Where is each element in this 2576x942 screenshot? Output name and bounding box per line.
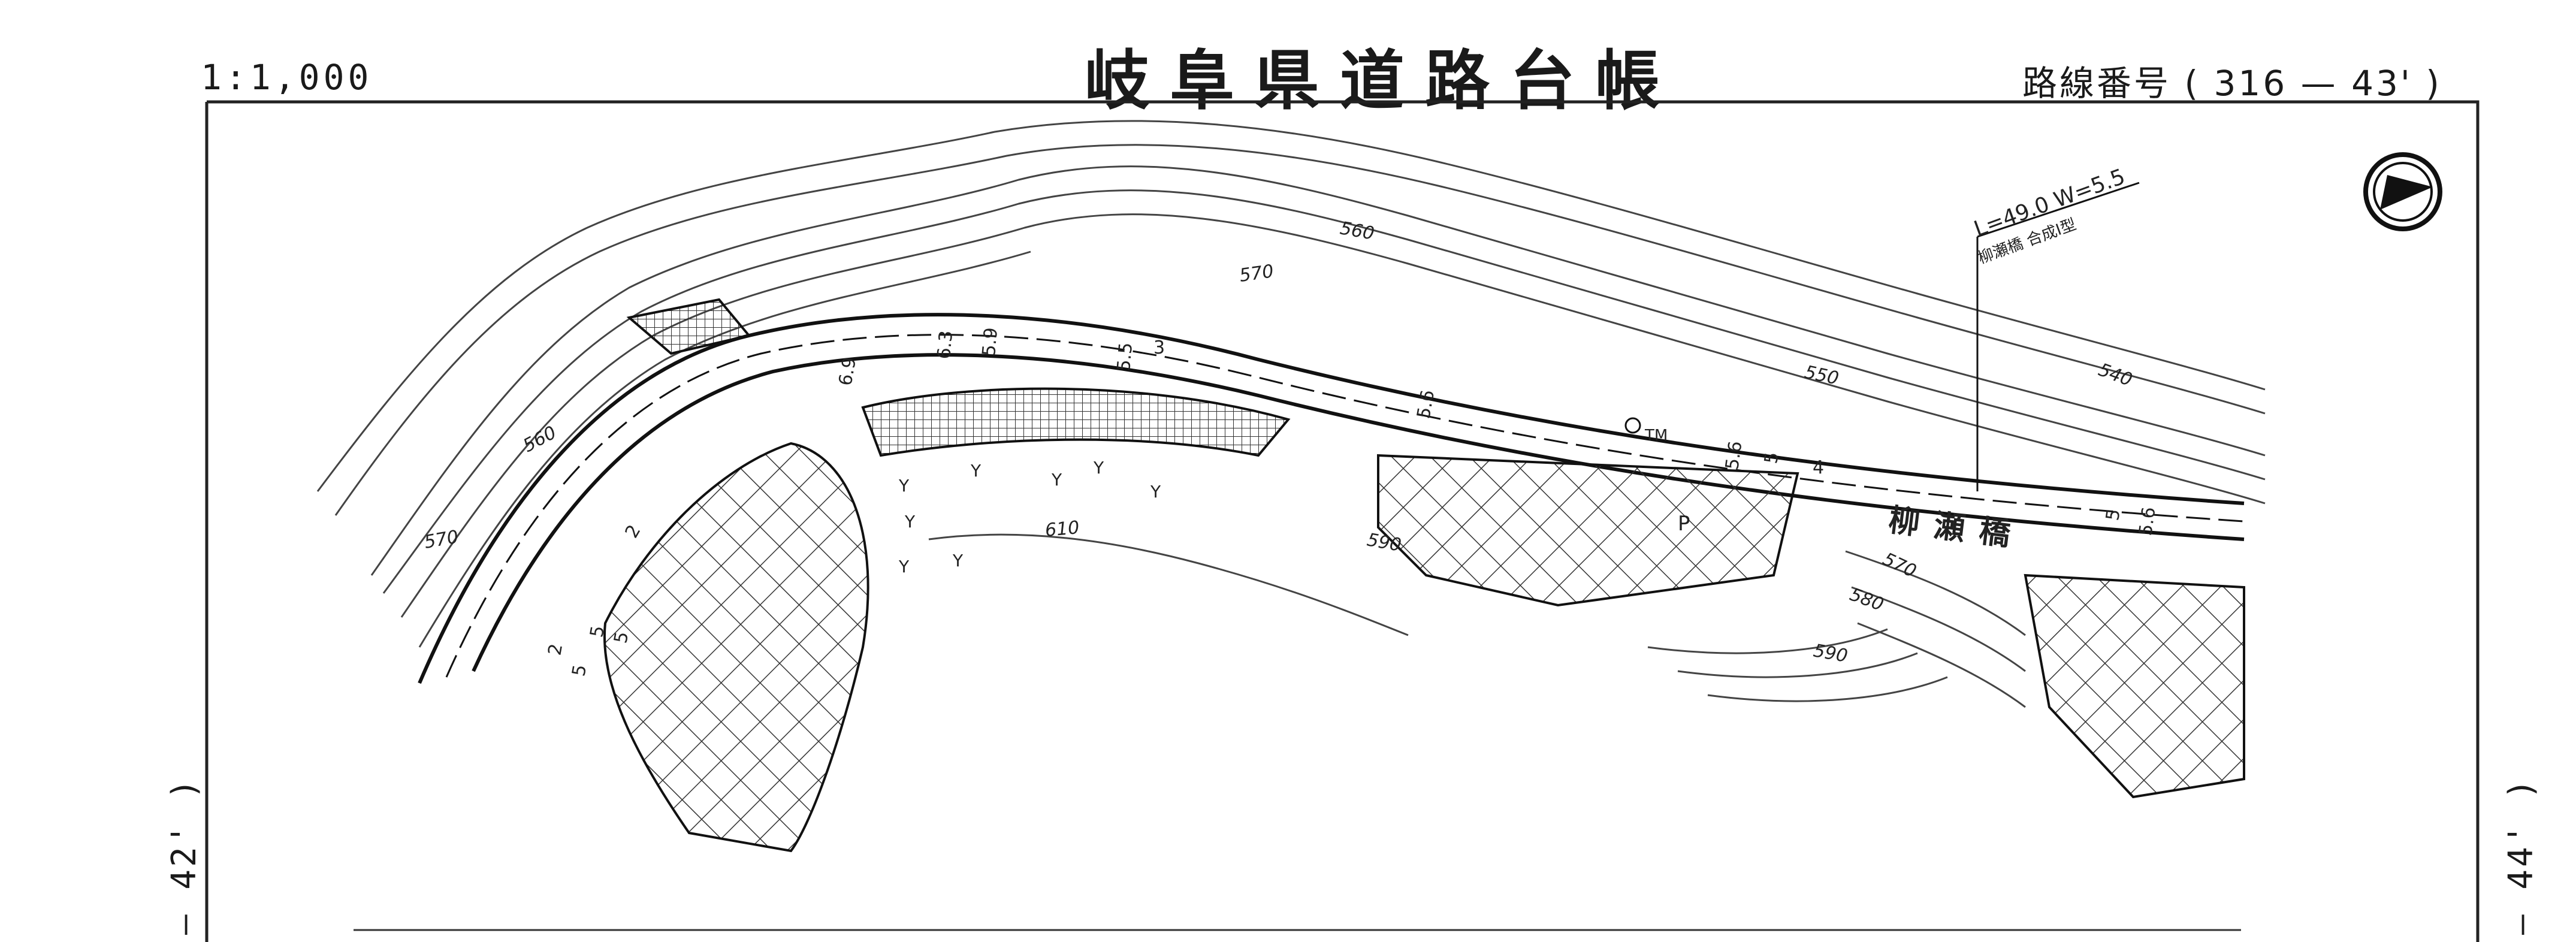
bridge-structure	[1976, 182, 2140, 491]
contour-lines	[316, 120, 2266, 708]
road-width-label: 5	[1760, 451, 1783, 465]
contour-label: 590	[1812, 640, 1849, 666]
road-width-label: 3	[1153, 337, 1165, 358]
grass-symbol: Y	[898, 476, 910, 496]
route-code: ( 316 — 43' )	[2184, 63, 2442, 104]
road-width-label: 5	[2102, 508, 2124, 522]
road-width-label: 5.6	[1413, 388, 1439, 420]
road-width-label: 5.9	[979, 327, 1002, 357]
bridge-name: 柳瀬橋	[1886, 502, 2027, 554]
route-number: 路線番号 ( 316 — 43' )	[2022, 55, 2442, 105]
tm-marker: TM	[1644, 427, 1668, 445]
map-frame	[205, 100, 2480, 942]
grass-symbol: Y	[898, 557, 910, 576]
grass-symbol: Y	[904, 512, 916, 532]
grass-symbol: Y	[952, 551, 964, 570]
road-width-label: 4	[1813, 457, 1824, 478]
tm-marker-icon	[1624, 417, 1641, 434]
road-width-label: 2	[544, 642, 567, 657]
parking-symbol: P	[1678, 512, 1690, 536]
map-scale: 1:1,000	[201, 57, 373, 98]
hatched-areas	[603, 298, 2245, 853]
grass-symbol: Y	[1150, 482, 1161, 502]
road-width-label: 2	[621, 521, 645, 542]
grass-symbol: Y	[1093, 458, 1104, 478]
road-width-label: 6.3	[934, 330, 957, 360]
road-width-label: 5.6	[1722, 440, 1746, 471]
contour-label: 550	[1802, 362, 1840, 390]
grass-symbol: Y	[1051, 470, 1062, 490]
road-width-label: 5	[568, 663, 591, 678]
contour-label: 570	[422, 526, 460, 552]
road-width-label: 5.5	[1113, 342, 1137, 372]
route-label: 路線番号	[2022, 63, 2172, 104]
road-width-label: 6.9	[835, 355, 860, 387]
page-title: 岐阜県道路台帳	[1085, 43, 1681, 119]
contour-label: 560	[1339, 218, 1376, 244]
road-width-labels: 6.9 6.3 5.9 5.5 3 5.6 5.6 5 4 5 5.6 2 5 …	[544, 327, 2160, 678]
contour-label: 610	[1044, 517, 1080, 541]
road-width-label: 5.6	[2135, 506, 2160, 537]
contour-label: 560	[520, 422, 560, 457]
contour-label: 570	[1880, 549, 1920, 582]
north-arrow-icon	[2363, 152, 2442, 231]
grass-symbols: Y Y Y Y Y Y Y Y	[898, 458, 1161, 576]
grass-symbol: Y	[970, 461, 982, 481]
contour-label: 580	[1847, 584, 1886, 615]
contour-label: 540	[2095, 360, 2135, 391]
contour-label: 570	[1238, 261, 1275, 286]
